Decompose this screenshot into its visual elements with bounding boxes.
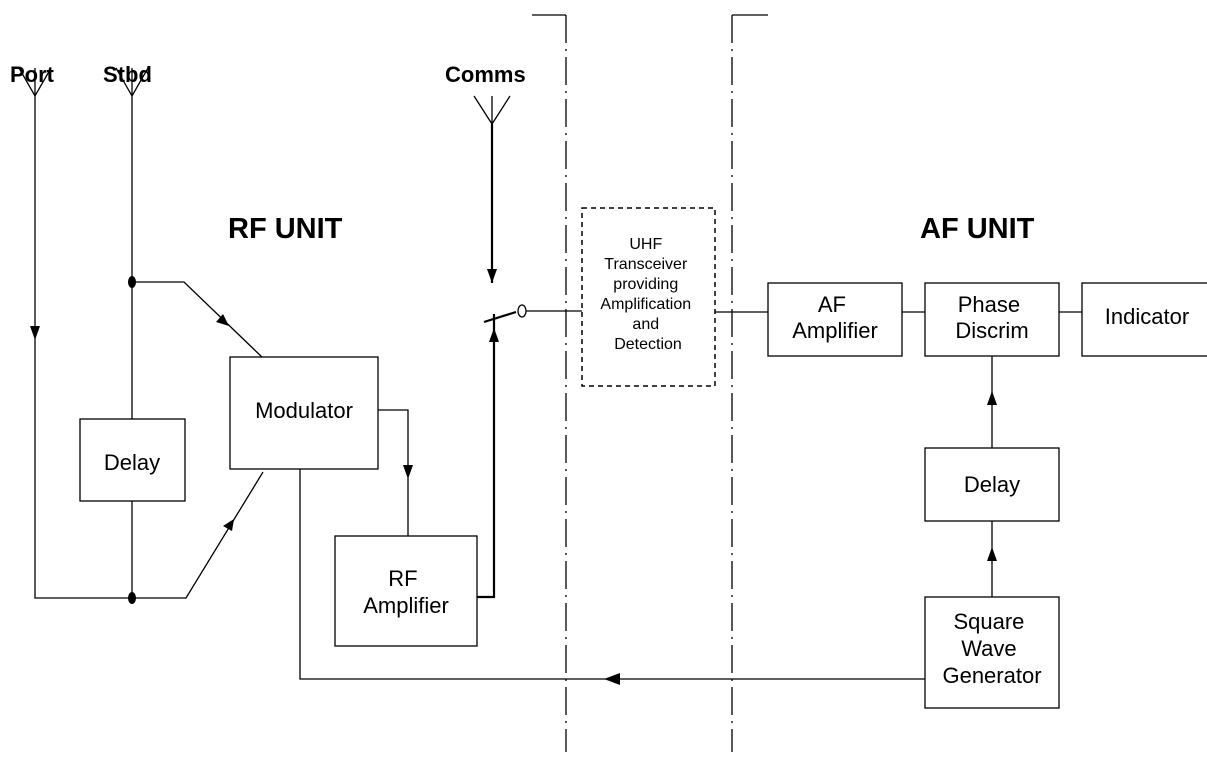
modulator-to-rf-amp-line [378,409,409,536]
upper-modulator-arrow [216,314,229,326]
indicator-block: Indicator [1081,282,1207,357]
rf-unit-title: RF UNIT [228,213,343,245]
af-unit-title: AF UNIT [920,213,1035,245]
generator-to-delay-af-arrow [987,547,997,561]
port-antenna-label: Port [10,62,55,87]
uhf-transceiver-block: UHF Transceiver providing Amplification … [581,207,716,387]
phase-discrim-label: Phase Discrim [955,292,1028,343]
comms-antenna-icon [473,95,511,126]
indicator-label: Indicator [1105,304,1189,329]
stbd-antenna-label: Stbd [103,62,152,87]
rf-amp-to-switch-arrow [489,328,499,342]
delay-af-to-phase-discrim-arrow [987,391,997,405]
modulator-to-rf-amp-arrow [403,465,413,479]
rf-amplifier-label: RF Amplifier [363,566,449,618]
af-amplifier-block: AF Amplifier [767,282,903,357]
lower-modulator-link [132,471,264,599]
comms-down-arrow [487,269,497,283]
modulator-block: Modulator [229,356,379,470]
unit-dividers [532,14,768,752]
phase-discrim-block: Phase Discrim [924,282,1060,357]
comms-antenna-label: Comms [445,62,526,87]
upper-modulator-link [132,281,264,359]
uhf-transceiver-label: UHF Transceiver providing Amplification … [600,236,695,353]
delay-af-block: Delay [924,447,1060,522]
port-down-arrow [30,326,40,340]
af-amplifier-label: AF Amplifier [792,292,878,343]
delay-af-label: Delay [964,472,1020,497]
generator-to-modulator-line [299,469,925,680]
delay-rf-label: Delay [104,450,160,475]
generator-to-modulator-arrow [604,673,620,685]
comms-antenna: Comms [445,62,526,126]
modulator-label: Modulator [255,398,353,423]
changeover-switch-blade [483,310,517,324]
port-feed-line [34,96,132,599]
stbd-antenna: Stbd [103,62,152,98]
rf-amplifier-block: RF Amplifier [334,535,478,647]
switch-contact-icon [517,304,527,318]
square-wave-generator-block: Square Wave Generator [924,596,1060,709]
lower-modulator-arrow [223,519,234,531]
square-wave-generator-label: Square Wave Generator [942,609,1041,688]
delay-rf-block: Delay [79,418,186,502]
rf-amp-to-switch-line [477,314,496,599]
port-antenna: Port [10,62,55,98]
